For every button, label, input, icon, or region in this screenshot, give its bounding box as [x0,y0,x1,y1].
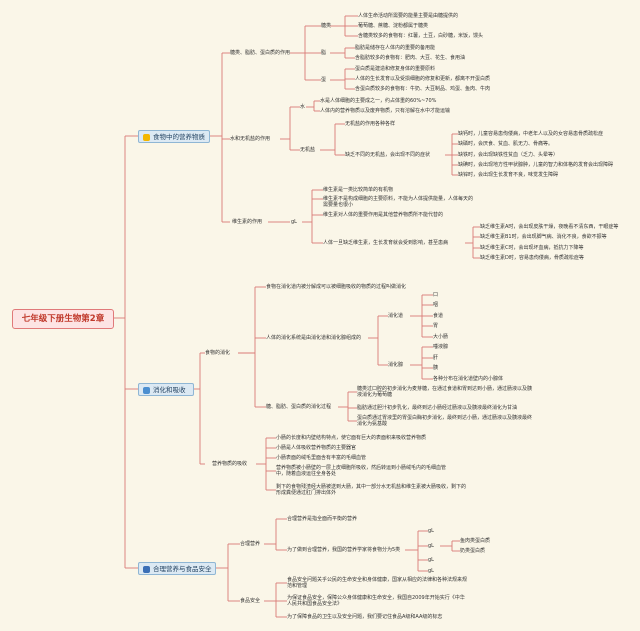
leaf[interactable]: 缺乏维生素B1时，会出现脚气病、消化不良，食欲不振等 [480,234,607,240]
leaf[interactable]: 缺乏维生素D时，容易患佝偻病，骨质疏松症等 [480,255,584,261]
leaf[interactable]: 食品安全问题关乎公民的生命安全和身体健康，国家从相应的法律和各种法规来规范和管理 [287,577,468,589]
leaf[interactable]: 小肠是人体吸收营养物质的主要器官 [276,445,357,451]
leaf[interactable]: 缺碘时，会出现地方性甲状腺肿，儿童的智力和体格的发育会出现障碍 [458,162,614,168]
leaf[interactable]: 奶类蛋白质 [460,548,486,554]
node-process[interactable]: 糖、脂肪、蛋白质的消化过程 [266,404,332,410]
branch-digestion[interactable]: 食物的消化 [205,350,231,356]
leaf[interactable]: 人体的生长发育以及受损细胞的修复和更新，都离不开蛋白质 [355,76,491,82]
leaf[interactable]: 合理营养是指全面而平衡的营养 [287,516,358,522]
leaf[interactable]: 缺锌时，会出现生长发育不良，味觉发生障碍 [458,172,559,178]
group-label[interactable]: gL [428,568,434,574]
leaf[interactable]: 缺乏不同的无机盐，会出现不同的症状 [345,152,431,158]
leaf-icon [143,387,150,394]
node-dan[interactable]: 蛋 [321,77,327,83]
leaf[interactable]: 缺铁时，会出现缺铁性贫血（乏力、头晕等） [458,152,559,158]
branch-nutrition[interactable]: 合理营养 [240,541,261,547]
node-food-groups[interactable]: 为了做到合理营养，我国的营养学家将食物分为5类 [287,547,401,553]
node-zhi[interactable]: 脂 [321,50,327,56]
node-mineral[interactable]: 无机盐 [300,147,316,153]
section-safety[interactable]: 合理营养与食品安全 [138,562,216,575]
leaf[interactable]: 食物在消化道内被分解成可以被细胞吸收的物质的过程叫做消化 [266,284,407,290]
leaf[interactable]: 人体内的营养物质以及废弃物质，只有溶解在水中才能运输 [320,108,451,114]
leaf[interactable]: 小肠的长度和内壁结构特点，使它面有巨大的表面积来吸收营养物质 [276,435,427,441]
leaf[interactable]: 维生素是一类比较简单的有机物 [323,187,394,193]
section-title: 消化和吸收 [153,386,186,394]
leaf[interactable]: 各种分布在消化道壁内的小腺体 [433,376,504,382]
leaf[interactable]: 胰 [433,365,439,371]
leaf[interactable]: 蛋白质是建造和修复身体的重要原料 [355,66,436,72]
branch-food-safety[interactable]: 食品安全 [240,598,261,604]
node-tract[interactable]: 消化道 [388,313,404,319]
leaf[interactable]: 缺乏维生素A时，会出现皮肤干燥，夜晚看不清东西，干眼症等 [480,224,619,230]
star-icon [143,134,150,141]
leaf[interactable]: 糖类过口腔的初步消化为麦芽糖，在通过食道和胃到达到小肠，通过肠液以及胰液消化为葡… [357,386,533,398]
leaf[interactable]: 含蛋白质较多的食物有：牛奶、大豆制品、鸡蛋、鱼肉、牛肉 [355,86,491,92]
leaf[interactable]: 食道 [433,313,444,319]
branch-vitamin[interactable]: 维生素的作用 [232,219,263,225]
group-label[interactable]: gL [428,557,434,563]
leaf[interactable]: 含脂肪较多的食物有：肥肉、大豆、花生、食用油 [355,55,466,61]
leaf[interactable]: 肝 [433,355,439,361]
leaf[interactable]: 人体一旦缺乏维生素，生长发育就会受到影响，甚至患病 [323,240,449,246]
leaf[interactable]: 大小肠 [433,334,449,340]
node-vitamin-label: gL [291,219,297,225]
leaf[interactable]: 水是人体细胞的主要成之一，约占体重的60%~70% [320,98,437,104]
leaf[interactable]: 人体生命活动所需要的能量主要是由糖提供的 [358,13,459,19]
leaf[interactable]: 维生素对人体的重要作用是其他营养物质所不能代替的 [323,212,444,218]
leaf[interactable]: 为保证食品安全，保障公众身体健康和生命安全，我国自2009年开始实行《中华人民共… [287,595,465,607]
shield-icon [143,566,150,573]
leaf[interactable]: 为了保障食品的卫生以及安全问题，我们要记住食品A级和AA级的标志 [287,614,443,620]
section-title: 食物中的营养物质 [153,133,205,141]
leaf[interactable]: 剩下的食物残渣经大肠被送到大肠，其中一部分水无机盐和维生素被大肠吸收，剩下的形成… [276,484,467,496]
leaf[interactable]: 脂肪通过胆汁初步乳化，最终到达小肠经过肠液以及胰液最终消化为甘油 [357,405,518,411]
node-tang[interactable]: 糖类 [321,23,332,29]
root-topic[interactable]: 七年级下册生物第2章 [12,309,114,329]
branch-macro[interactable]: 糖类、脂肪、蛋白质的作用 [230,50,291,56]
group-label[interactable]: gL [428,543,434,549]
leaf[interactable]: 咽 [433,302,439,308]
branch-absorption[interactable]: 营养物质的吸收 [212,461,248,467]
section-digestion[interactable]: 消化和吸收 [138,383,194,396]
leaf[interactable]: 含糖类较多的食物有：红薯，土豆，白砂糖，米饭，馒头 [358,33,484,39]
branch-water[interactable]: 水和无机盐的作用 [230,136,271,142]
group-label[interactable]: gL [428,528,434,534]
leaf[interactable]: 小肠表面的绒毛里面含有丰富的毛细血管 [276,455,367,461]
node-water[interactable]: 水 [300,104,306,110]
node-digestive-system[interactable]: 人体的消化系统是由消化道和消化腺组成的 [266,335,362,341]
leaf[interactable]: 脂肪是储存在人体内的重要的备用能 [355,45,436,51]
leaf[interactable]: 口 [433,292,439,298]
leaf[interactable]: 胃 [433,323,439,329]
leaf[interactable]: 蛋白质通过胃液里的胃蛋白酶初步消化，最终到达小肠，通过肠液以及胰液最终消化为氨基… [357,415,533,427]
node-gland[interactable]: 消化腺 [388,362,404,368]
leaf[interactable]: 缺磷时，会厌食、贫血、肌无力、骨痛等。 [458,141,554,147]
leaf[interactable]: 唾液腺 [433,344,449,350]
leaf[interactable]: 鱼肉类蛋白质 [460,538,491,544]
leaf[interactable]: 营养物质被小肠壁的一层上皮细胞所吸收，然后转运到小肠绒毛内的毛细血管中，随着血液… [276,465,447,477]
leaf[interactable]: 葡萄糖、蔗糖、淀粉都属于糖类 [358,23,429,29]
leaf[interactable]: 无机盐的作用各种各样 [345,121,396,127]
leaf[interactable]: 维生素不是构成细胞的主要原料，不能为人体提供能量，人体每天的需要量也很小 [323,196,474,208]
leaf[interactable]: 缺钙时，儿童容易患佝偻病，中老年人以及的女容易患骨质疏松症 [458,131,604,137]
section-nutrients[interactable]: 食物中的营养物质 [138,130,210,143]
section-title: 合理营养与食品安全 [153,565,212,573]
leaf[interactable]: 缺乏维生素C时，会出现坏血病，抵抗力下降等 [480,245,584,251]
